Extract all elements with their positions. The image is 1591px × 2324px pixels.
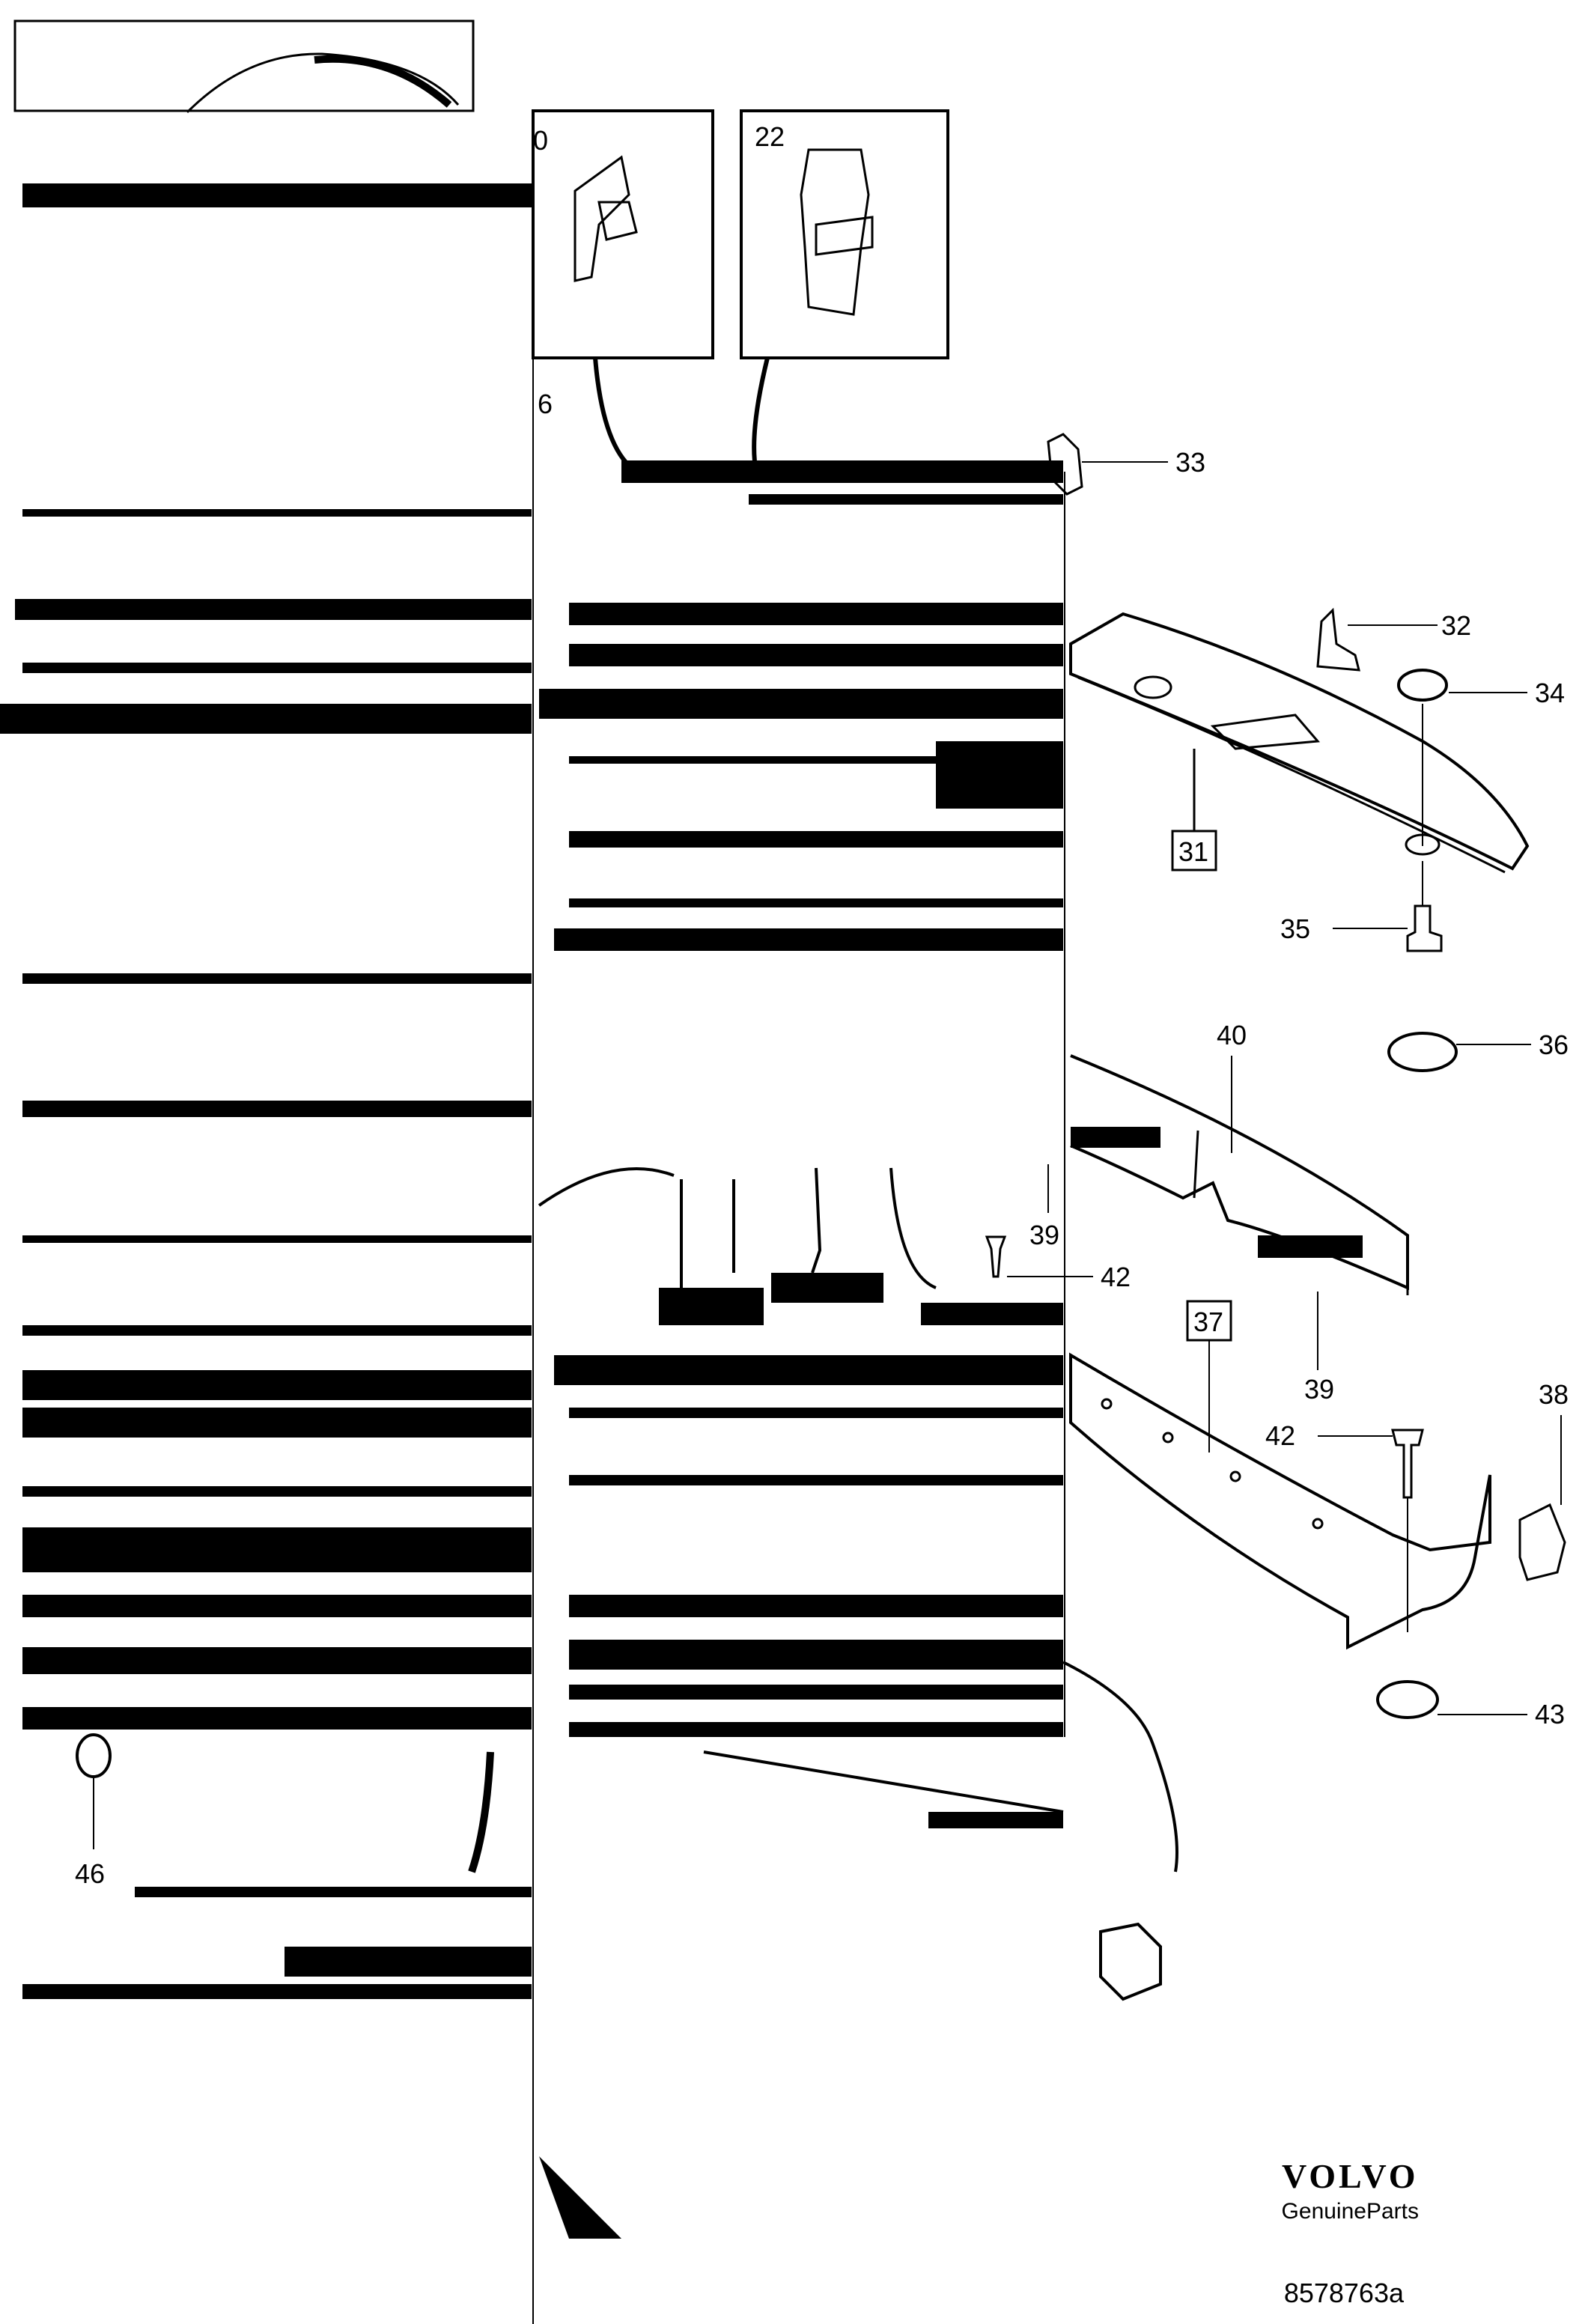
label-22: 22 xyxy=(755,121,785,152)
drawing-number: 8578763a xyxy=(1283,2278,1404,2308)
brand-block: VOLVO GenuineParts xyxy=(1282,2156,1419,2224)
end-cap xyxy=(1099,1922,1162,2001)
part-33-clip xyxy=(1047,433,1083,496)
label-0: 0 xyxy=(533,125,548,156)
label-6: 6 xyxy=(538,389,553,419)
inset-leader-22 xyxy=(752,357,770,472)
label-33: 33 xyxy=(1175,447,1205,478)
label-40: 40 xyxy=(1217,1020,1247,1050)
label-box-37 xyxy=(1186,1300,1232,1342)
label-38: 38 xyxy=(1539,1379,1569,1410)
clip-0-shape xyxy=(574,155,638,282)
part-34-plug xyxy=(1397,669,1448,702)
label-37: 37 xyxy=(1193,1307,1223,1337)
part-31-upper-rail xyxy=(1069,612,1530,871)
label-36: 36 xyxy=(1539,1029,1569,1060)
label-34: 34 xyxy=(1535,678,1565,708)
part-32-clip xyxy=(1316,607,1360,672)
lower-center-outline xyxy=(538,1167,937,1289)
label-31: 31 xyxy=(1178,836,1208,867)
label-39b: 39 xyxy=(1304,1374,1334,1405)
label-46: 46 xyxy=(75,1858,105,1889)
lower-right-sweep xyxy=(703,1661,1178,1873)
left-lower-curve xyxy=(468,1751,494,1873)
genuine-parts-text: GenuineParts xyxy=(1281,2199,1419,2224)
clip-22-shape xyxy=(800,148,874,316)
part-31-hole xyxy=(1134,675,1172,699)
label-39a: 39 xyxy=(1029,1220,1059,1250)
part-43-plug xyxy=(1376,1680,1439,1719)
part-37-lower-rail xyxy=(1069,1352,1491,1650)
part-35-screw xyxy=(1406,904,1443,952)
part-31-detail xyxy=(1077,676,1506,874)
inset-leader-0 xyxy=(593,357,638,474)
label-box-31 xyxy=(1171,830,1217,872)
panel-sketch-top-left xyxy=(186,52,460,114)
volvo-logo: VOLVO xyxy=(1281,2157,1419,2195)
inset-clip-22 xyxy=(740,109,949,359)
label-42a: 42 xyxy=(1101,1262,1131,1292)
part-42-screw-lower xyxy=(1391,1429,1424,1499)
label-43: 43 xyxy=(1535,1699,1565,1730)
label-35: 35 xyxy=(1280,913,1310,944)
label-42b: 42 xyxy=(1265,1420,1295,1451)
left-trim-panel xyxy=(0,183,621,2239)
panel-sketch-top-left-inner xyxy=(314,55,452,108)
part-38-clip xyxy=(1518,1503,1566,1581)
label-32: 32 xyxy=(1441,610,1471,641)
part-46-fastener xyxy=(76,1733,112,1778)
part-37-holes xyxy=(1101,1398,1324,1530)
part-42-screw-upper xyxy=(985,1235,1007,1278)
inset-frame-top-left xyxy=(13,19,475,112)
center-trim-panel xyxy=(539,460,1063,1828)
part-40-sill-cover xyxy=(1070,1054,1409,1291)
part-36-cap xyxy=(1387,1032,1458,1072)
part-39-vent-grilles xyxy=(1071,1127,1363,1258)
part-40-edge xyxy=(1193,1130,1409,1295)
